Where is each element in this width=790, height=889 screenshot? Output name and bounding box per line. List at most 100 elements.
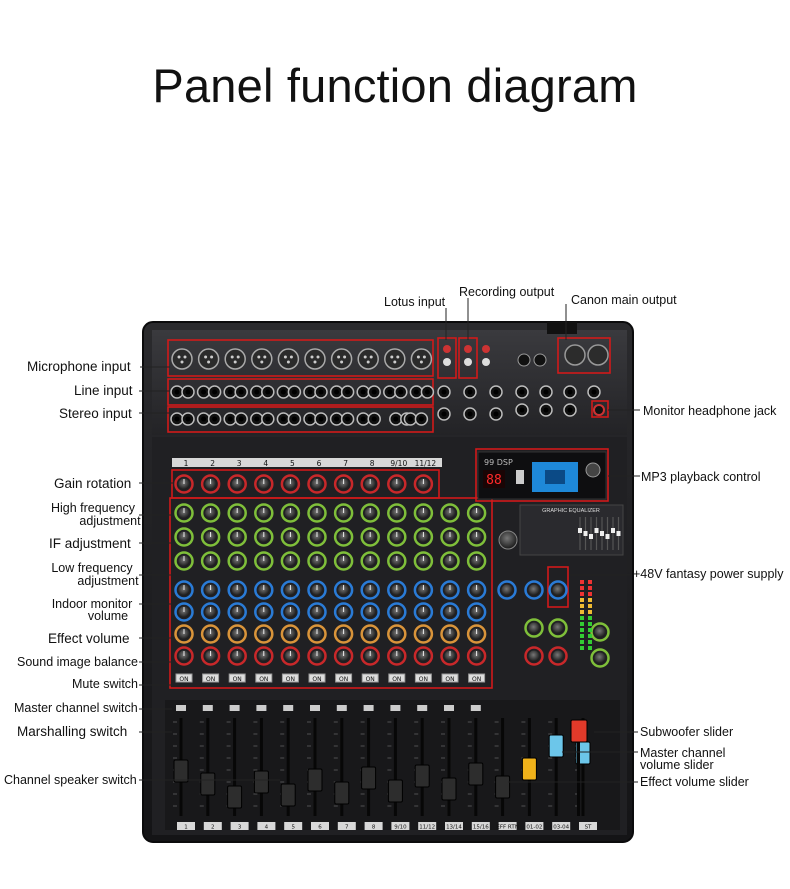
fader-channel: 9/10 (387, 718, 410, 831)
fader-channel: 15/16 (467, 718, 490, 831)
channel-knob (333, 580, 354, 600)
channel-knob (227, 580, 247, 600)
svg-text:ON: ON (233, 676, 242, 683)
mute-button: ON (281, 673, 299, 683)
channel-knob (307, 580, 327, 600)
channel-knob (360, 551, 380, 571)
fader-channel: 13/14 (441, 718, 463, 831)
channel-knob (387, 646, 407, 666)
channel-knob (174, 474, 194, 494)
channel-knob (360, 580, 380, 600)
svg-text:ON: ON (419, 676, 428, 683)
mute-button: ON (388, 673, 406, 683)
label-marshalling-switch: Marshalling switch (17, 724, 128, 739)
label-master-channel-switch: Master channel switch (14, 701, 138, 715)
jack (250, 412, 275, 426)
fader-channel: 8 (360, 718, 383, 831)
channel-number: 1 (184, 459, 189, 468)
label-recording-output: Recording output (459, 285, 555, 299)
label-effect-volume-slider: Effect volume slider (640, 775, 749, 789)
svg-text:13/14: 13/14 (446, 825, 462, 831)
jack (383, 385, 408, 399)
jack (563, 385, 577, 399)
channel-knob (466, 602, 487, 622)
jack (489, 407, 503, 421)
channel-knob (333, 551, 354, 571)
channel-number: 8 (370, 459, 375, 468)
channel-knob (466, 646, 487, 666)
channel-knob (387, 580, 407, 600)
channel-knob (413, 602, 434, 622)
channel-knob (387, 551, 407, 571)
graphic-equalizer: GRAPHIC EQUALIZER (498, 504, 624, 556)
xlr-jack (384, 348, 406, 370)
channel-knob (387, 527, 407, 547)
channel-knob (280, 474, 301, 494)
jack (515, 403, 529, 417)
master-knob (524, 646, 544, 666)
channel-knob (174, 503, 194, 523)
channel-knob (466, 580, 487, 600)
jack (489, 385, 503, 399)
xlr-jack (330, 348, 353, 370)
channel-knob (413, 551, 434, 571)
jack (250, 385, 275, 399)
jack (356, 385, 381, 399)
channel-knob (466, 503, 487, 523)
jack (329, 385, 355, 399)
channel-knob (174, 602, 194, 622)
svg-text:6: 6 (318, 825, 322, 831)
channel-knob (413, 624, 434, 644)
channel-number: 9/10 (390, 459, 407, 468)
jack (587, 385, 601, 399)
channel-knob (174, 624, 194, 644)
jack (303, 412, 328, 426)
mute-button: ON (308, 673, 326, 683)
jack (303, 385, 328, 399)
channel-knob (200, 646, 221, 666)
channel-knob (333, 503, 354, 523)
label-indoor-monitor-line2: volume (87, 609, 129, 623)
channel-knob (440, 527, 460, 547)
jack (437, 385, 451, 399)
jack (463, 407, 477, 421)
jack (539, 403, 553, 417)
master-knob (524, 618, 544, 638)
fader-channel: 2 (199, 718, 222, 831)
channel-knob (440, 551, 460, 571)
channel-knob (440, 646, 460, 666)
channel-knob (333, 474, 354, 494)
mute-button: ON (414, 673, 432, 683)
fader-channel: 5 (280, 718, 303, 831)
label-indoor-monitor-line1: Indoor monitor (51, 597, 133, 611)
label-sound-image-balance: Sound image balance (17, 655, 138, 669)
channel-knob (227, 624, 247, 644)
channel-knob (360, 646, 380, 666)
mp3-display-digits: 88 (486, 473, 502, 488)
geq-title: GRAPHIC EQUALIZER (542, 508, 600, 514)
jack (196, 385, 222, 399)
svg-text:ON: ON (286, 676, 295, 683)
svg-text:ST: ST (585, 825, 592, 831)
channel-knob (413, 474, 434, 494)
channel-number: 4 (263, 459, 268, 468)
channel-knob (200, 527, 221, 547)
channel-knob (254, 646, 274, 666)
channel-knob (174, 551, 194, 571)
channel-knob (254, 527, 274, 547)
svg-text:ON: ON (366, 676, 375, 683)
svg-text:1: 1 (184, 825, 188, 831)
channel-knob (333, 624, 354, 644)
master-knob (548, 618, 568, 638)
channel-knob (227, 527, 247, 547)
svg-text:03-04: 03-04 (553, 825, 569, 831)
xlr-jack (171, 348, 193, 370)
svg-text:ON: ON (179, 676, 188, 683)
channel-knob (440, 624, 460, 644)
mute-button: ON (255, 673, 273, 683)
channel-knob (333, 527, 354, 547)
channel-knob (280, 551, 301, 571)
channel-knob (254, 602, 274, 622)
